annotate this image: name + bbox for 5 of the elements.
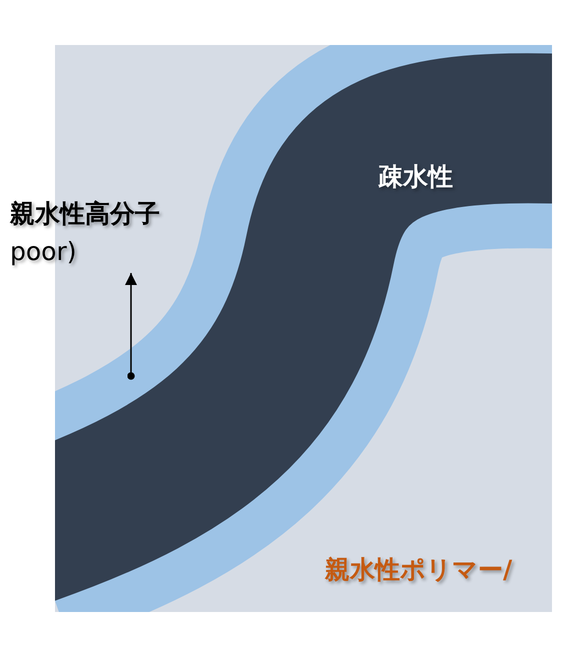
core-label: 疎水性 — [378, 161, 453, 193]
callout-text: poor) — [10, 236, 78, 268]
polymer-label: 親水性ポリマー/ — [325, 554, 512, 586]
callout-heading: 親水性高分子 — [10, 198, 161, 230]
leader-line — [125, 273, 137, 380]
